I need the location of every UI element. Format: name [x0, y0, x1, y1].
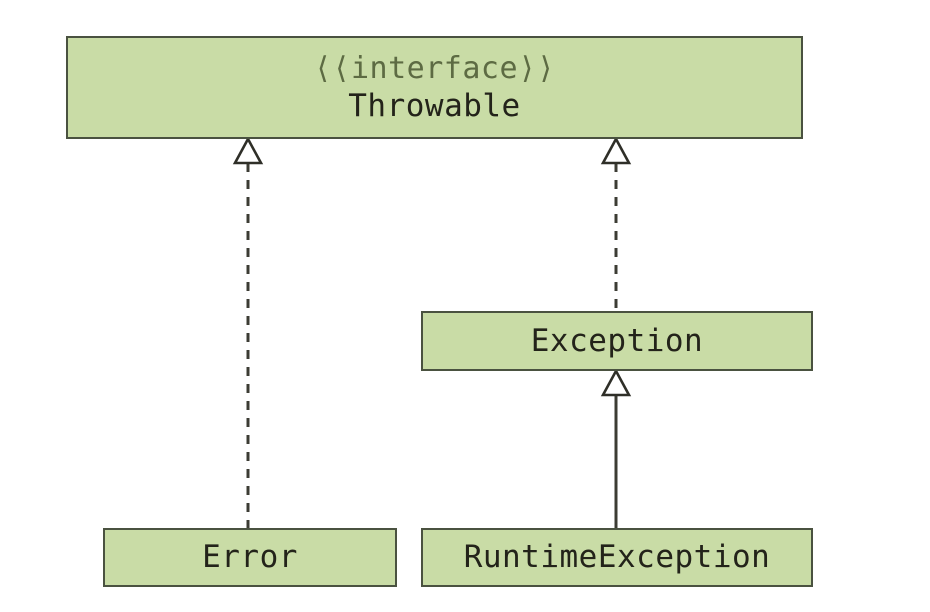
class-name-label: Error	[202, 539, 298, 576]
hollow-triangle-arrowhead	[232, 136, 264, 165]
uml-class-runtimeexception[interactable]: RuntimeException	[421, 528, 813, 587]
edge-exception-realizes-throwable	[600, 136, 632, 311]
edge-runtimeexception-extends-exception	[600, 368, 632, 528]
class-name-label: RuntimeException	[463, 539, 771, 576]
class-name-label: Throwable	[348, 87, 521, 124]
hollow-triangle-arrowhead	[600, 136, 632, 165]
stereotype-label: ⟨⟨interface⟩⟩	[313, 50, 556, 86]
class-name-label: Exception	[530, 322, 704, 359]
uml-class-throwable[interactable]: ⟨⟨interface⟩⟩ Throwable	[66, 36, 803, 139]
edge-error-realizes-throwable	[232, 136, 264, 528]
hollow-triangle-arrowhead	[600, 368, 632, 397]
uml-class-error[interactable]: Error	[103, 528, 397, 587]
uml-class-exception[interactable]: Exception	[421, 311, 813, 371]
